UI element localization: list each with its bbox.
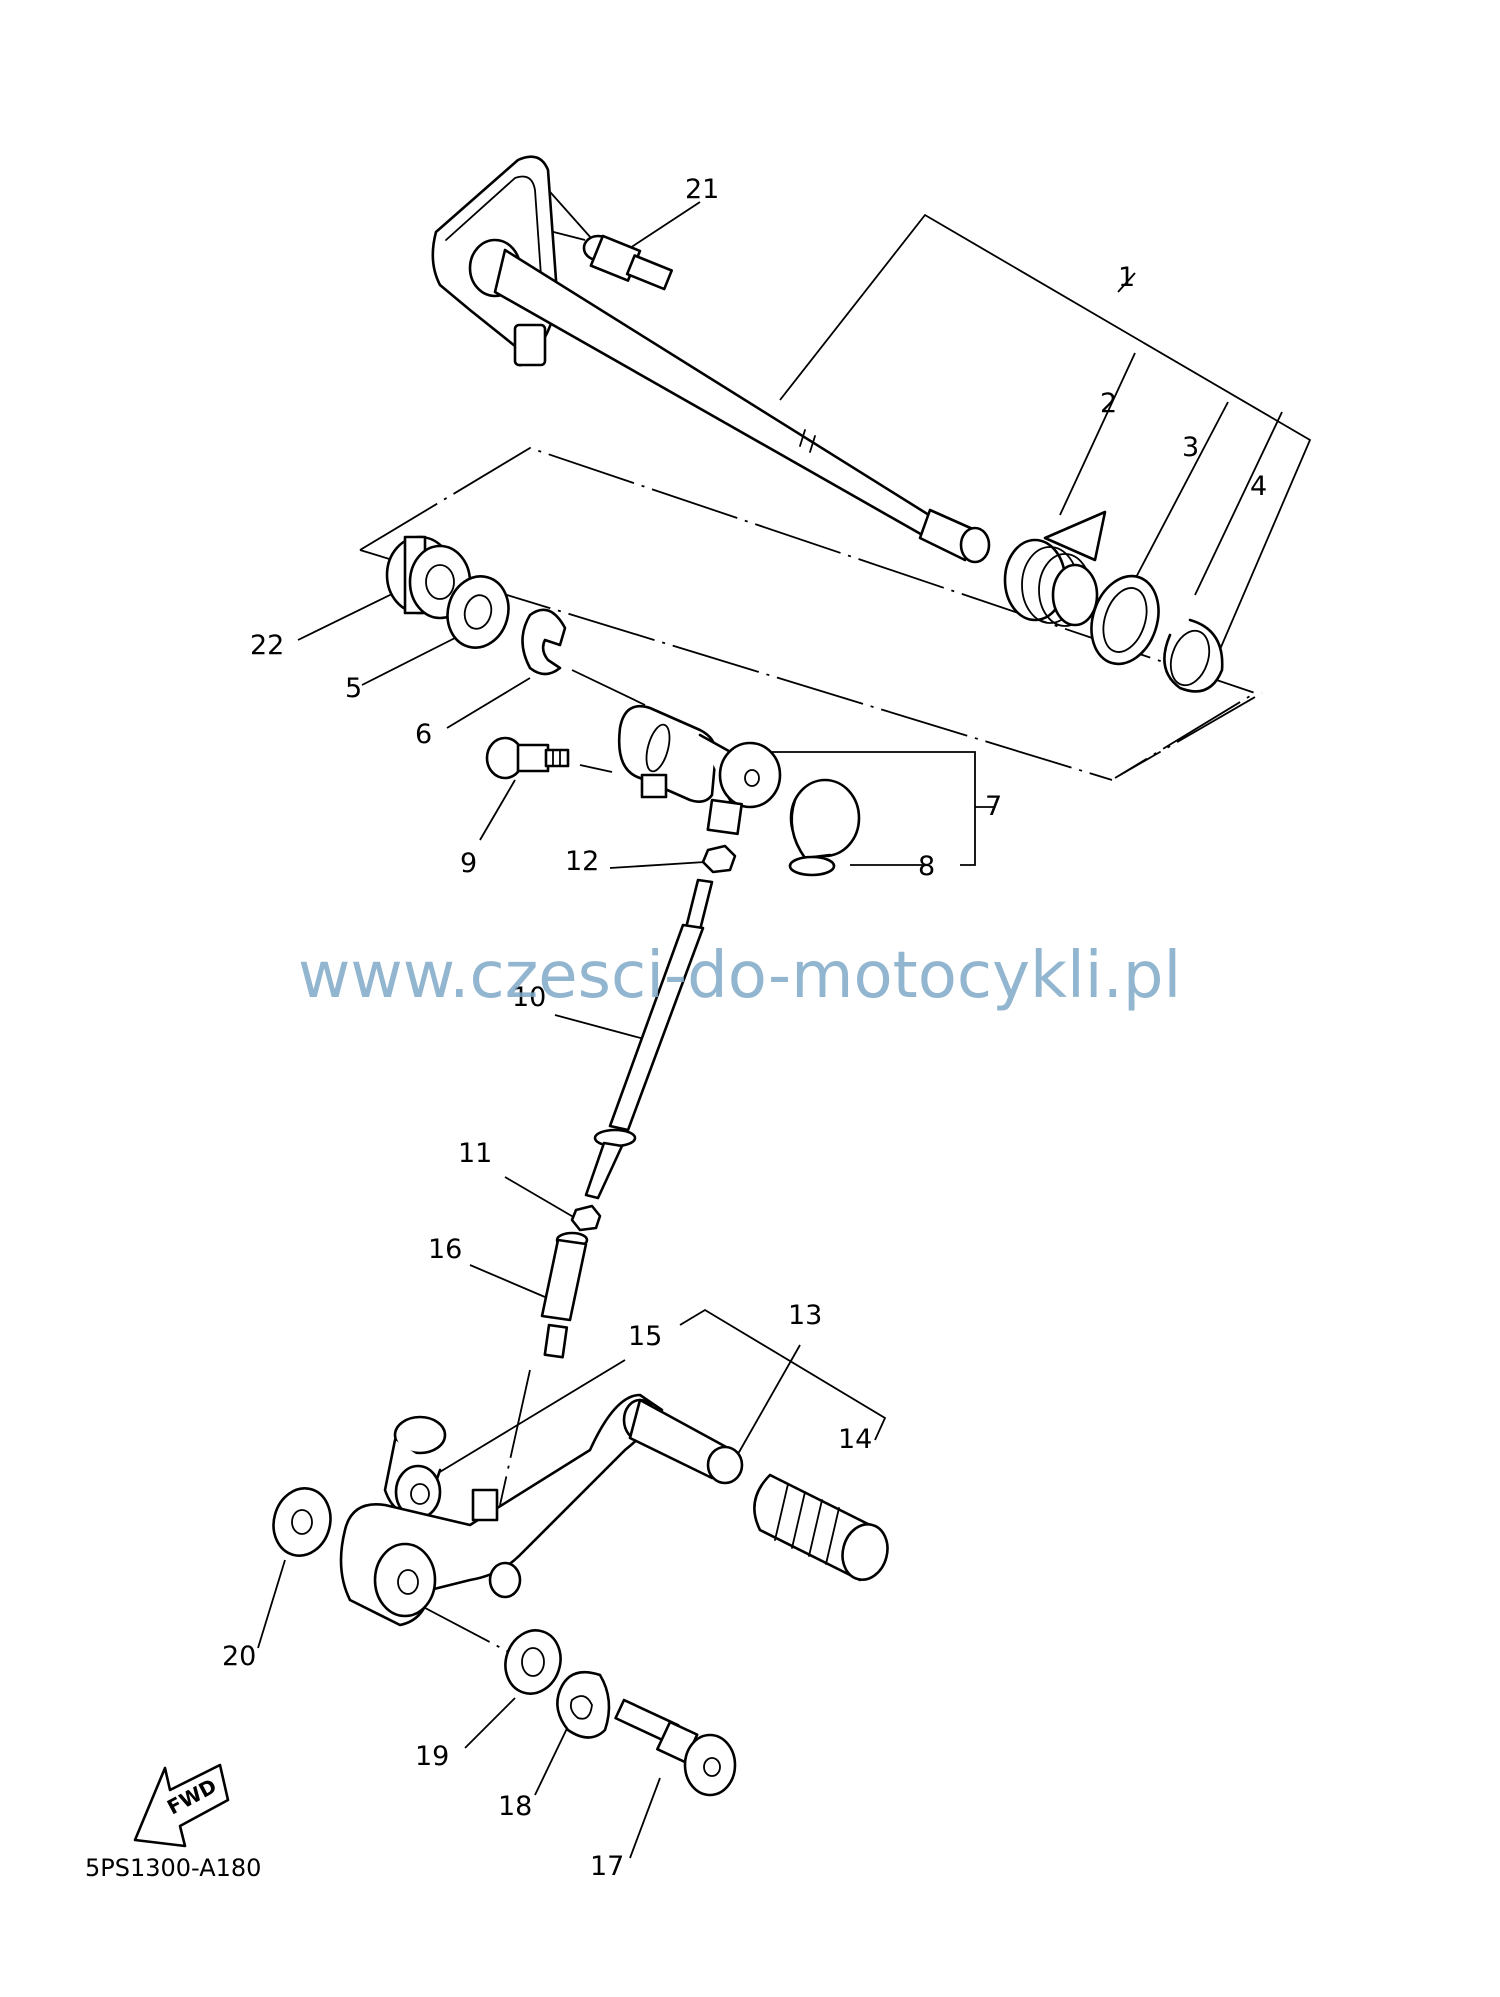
bush-15 — [383, 1415, 447, 1520]
pedal-rubber-14 — [753, 1473, 889, 1582]
callout-18: 18 — [498, 1791, 532, 1822]
callout-12: 12 — [565, 846, 599, 877]
callout-3: 3 — [1182, 432, 1199, 463]
bolt-9 — [485, 736, 570, 780]
shift-shaft — [468, 238, 991, 564]
washer-3 — [1090, 574, 1160, 666]
callout-5: 5 — [345, 673, 362, 704]
washer-19 — [504, 1629, 562, 1695]
watermark-text: www.czesci-do-motocykli.pl — [298, 939, 1181, 1013]
callout-8: 8 — [918, 851, 935, 882]
shift-bolt-21 — [582, 234, 674, 291]
ball-joint-8 — [788, 778, 861, 877]
callout-15: 15 — [628, 1321, 662, 1352]
joint-16 — [540, 1231, 589, 1359]
callout-10: 10 — [512, 982, 546, 1013]
callout-21: 21 — [685, 174, 719, 205]
center-lines — [359, 174, 1263, 1659]
callout-20: 20 — [222, 1641, 256, 1672]
shift-rod-10 — [584, 878, 714, 1200]
shift-pedal — [339, 1393, 664, 1627]
shift-peg-13 — [622, 1398, 744, 1485]
washer-20 — [272, 1487, 332, 1557]
leader-lines — [257, 201, 1312, 1859]
callout-11: 11 — [458, 1138, 492, 1169]
callout-numbers: 1 2 3 4 5 6 7 8 9 10 11 12 13 14 15 16 1… — [222, 174, 1267, 1882]
nut-12 — [701, 844, 737, 874]
callout-2: 2 — [1100, 388, 1117, 419]
shift-arm-7 — [617, 704, 782, 836]
callout-9: 9 — [460, 848, 477, 879]
pivot-bolt-17 — [614, 1698, 737, 1797]
callout-7: 7 — [985, 791, 1002, 822]
nut-11 — [570, 1204, 602, 1232]
return-spring — [1003, 510, 1107, 627]
wave-washer-18 — [556, 1670, 611, 1739]
circlip-4 — [1163, 618, 1224, 693]
callout-6: 6 — [415, 719, 432, 750]
fwd-arrow-icon: FWD — [133, 1763, 230, 1848]
callout-1: 1 — [1118, 262, 1135, 293]
washer-5 — [446, 575, 510, 649]
callout-17: 17 — [590, 1851, 624, 1882]
callout-16: 16 — [428, 1234, 462, 1265]
diagram-code: 5PS1300-A180 — [85, 1854, 261, 1882]
callout-22: 22 — [250, 630, 284, 661]
callout-4: 4 — [1250, 471, 1267, 502]
callout-13: 13 — [788, 1300, 822, 1331]
callout-19: 19 — [415, 1741, 449, 1772]
clip-6 — [521, 608, 567, 676]
callout-14: 14 — [838, 1424, 872, 1455]
